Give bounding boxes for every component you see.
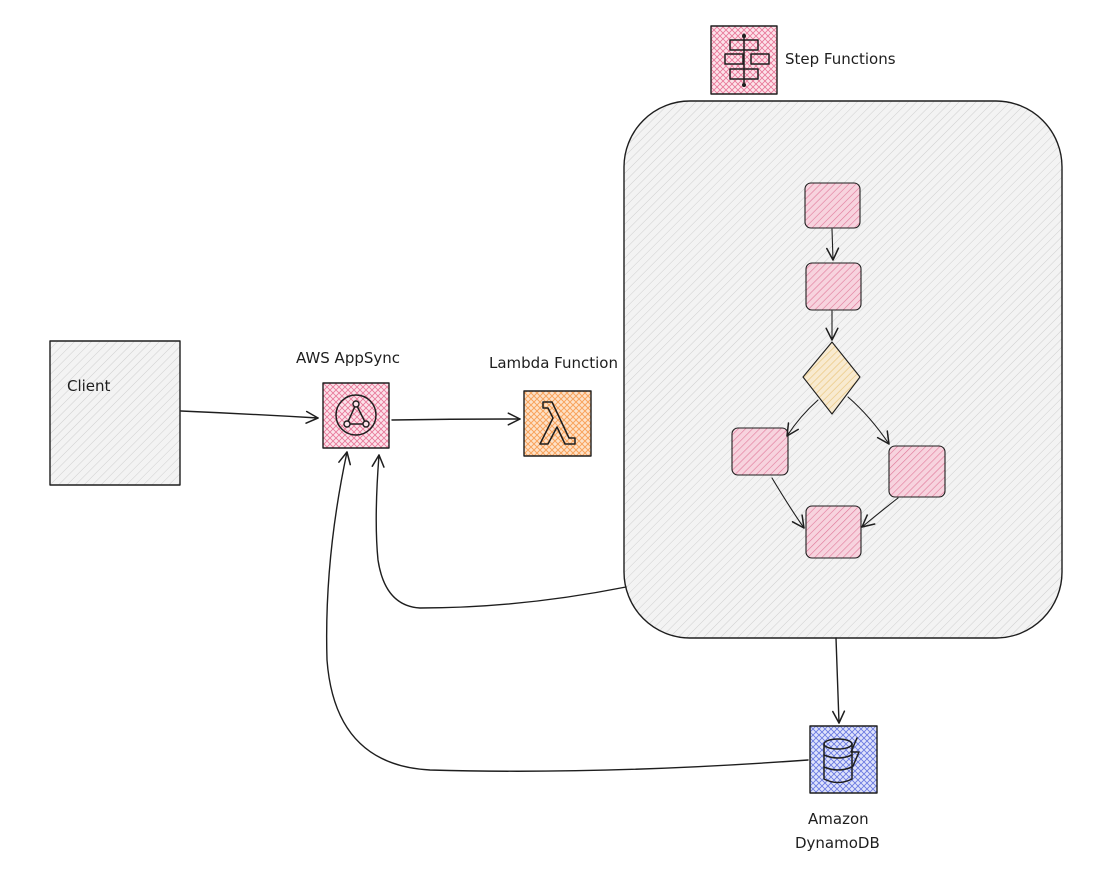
workflow-arrow-right-merge xyxy=(861,497,899,528)
client-box xyxy=(49,340,181,486)
dynamodb-label-line1: Amazon xyxy=(808,810,869,828)
workflow-state-left-branch xyxy=(731,427,789,476)
arrow-stepfunctions-to-appsync xyxy=(371,454,627,609)
workflow-state-1 xyxy=(804,182,861,229)
workflow-choice-diamond xyxy=(802,341,861,415)
arrow-stepfunctions-to-dynamodb xyxy=(832,637,846,724)
workflow-arrow-choice-left xyxy=(786,399,819,437)
workflow-state-merge xyxy=(805,505,862,559)
lambda-label: Lambda Function xyxy=(489,354,618,372)
dynamodb-label-line2: DynamoDB xyxy=(795,834,880,852)
step-functions-label: Step Functions xyxy=(785,50,896,68)
workflow-state-right-branch xyxy=(888,445,946,498)
arrow-client-to-appsync xyxy=(180,410,319,424)
client-label: Client xyxy=(67,377,111,395)
appsync-icon xyxy=(322,382,390,449)
arrow-dynamodb-to-appsync xyxy=(325,451,809,772)
workflow-state-2 xyxy=(805,262,862,311)
step-functions-icon xyxy=(710,25,778,95)
workflow-arrow-left-merge xyxy=(771,477,805,529)
appsync-label: AWS AppSync xyxy=(296,349,400,367)
dynamodb-icon xyxy=(809,725,878,794)
lambda-icon xyxy=(523,390,592,457)
workflow-arrow-1-2 xyxy=(826,228,840,261)
arrow-appsync-to-lambda xyxy=(391,412,521,426)
workflow-arrow-choice-right xyxy=(847,396,890,445)
